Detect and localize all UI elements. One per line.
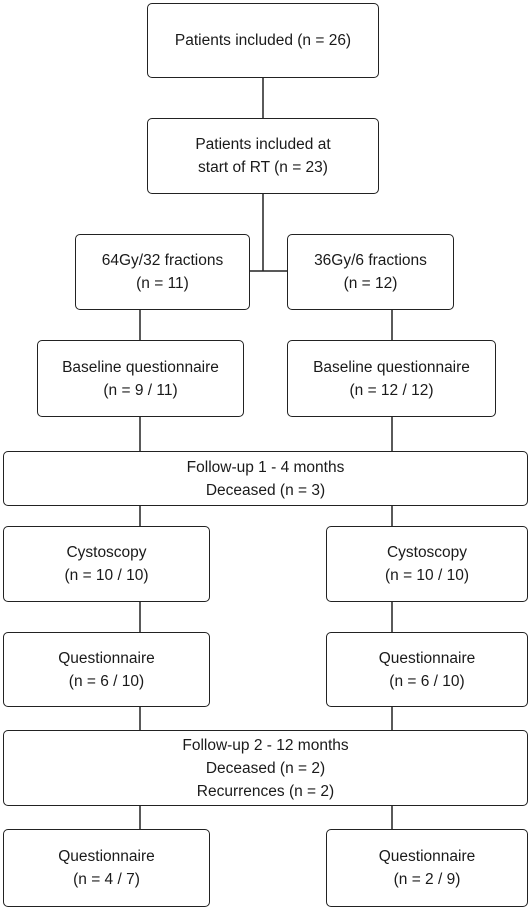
box-line: Baseline questionnaire (313, 358, 470, 376)
box-line: Patients included (n = 26) (174, 32, 352, 49)
box-line: (n = 10 / 10) (384, 567, 469, 584)
box-line: (n = 2 / 9) (393, 871, 461, 888)
box-questionnaire-2-64gy: Questionnaire (n = 4 / 7) (3, 829, 210, 907)
box-followup-2: Follow-up 2 - 12 months Deceased (n = 2)… (3, 730, 528, 806)
box-line: (n = 6 / 10) (389, 672, 465, 690)
box-line: 64Gy/32 fractions (101, 252, 224, 269)
box-line: Questionnaire (378, 649, 476, 667)
box-line: Baseline questionnaire (62, 358, 219, 376)
box-line: Deceased (n = 2) (205, 759, 326, 777)
box-questionnaire-1-36gy: Questionnaire (n = 6 / 10) (326, 632, 528, 707)
box-line: Cystoscopy (66, 544, 147, 561)
box-line: (n = 11) (136, 275, 189, 292)
box-patients-included: Patients included (n = 26) (147, 3, 379, 78)
box-line: (n = 4 / 7) (73, 871, 140, 888)
box-line: Follow-up 1 - 4 months (186, 458, 345, 476)
box-line: start of RT (n = 23) (198, 159, 328, 176)
box-line: Questionnaire (58, 848, 155, 865)
box-included-at-start-of-rt: Patients included at start of RT (n = 23… (147, 118, 379, 194)
box-followup-1: Follow-up 1 - 4 months Deceased (n = 3) (3, 451, 528, 506)
box-line: 36Gy/6 fractions (314, 252, 427, 269)
box-line: (n = 12) (343, 275, 398, 292)
box-baseline-questionnaire-64gy: Baseline questionnaire (n = 9 / 11) (37, 340, 244, 417)
box-line: (n = 10 / 10) (64, 567, 149, 584)
box-questionnaire-2-36gy: Questionnaire (n = 2 / 9) (326, 829, 528, 907)
box-line: (n = 6 / 10) (68, 672, 145, 690)
box-line: Deceased (n = 3) (205, 481, 326, 499)
box-arm-36gy: 36Gy/6 fractions (n = 12) (287, 234, 454, 310)
box-line: Recurrences (n = 2) (196, 782, 335, 800)
box-line: Follow-up 2 - 12 months (182, 736, 349, 754)
box-line: Cystoscopy (386, 544, 468, 561)
box-line: Questionnaire (378, 848, 476, 865)
box-line: Questionnaire (58, 649, 155, 667)
box-line: (n = 12 / 12) (349, 381, 434, 399)
box-questionnaire-1-64gy: Questionnaire (n = 6 / 10) (3, 632, 210, 707)
box-line: (n = 9 / 11) (103, 381, 178, 399)
box-cystoscopy-36gy: Cystoscopy (n = 10 / 10) (326, 526, 528, 602)
box-line: Patients included at (195, 136, 331, 153)
box-cystoscopy-64gy: Cystoscopy (n = 10 / 10) (3, 526, 210, 602)
box-baseline-questionnaire-36gy: Baseline questionnaire (n = 12 / 12) (287, 340, 496, 417)
box-arm-64gy: 64Gy/32 fractions (n = 11) (75, 234, 250, 310)
